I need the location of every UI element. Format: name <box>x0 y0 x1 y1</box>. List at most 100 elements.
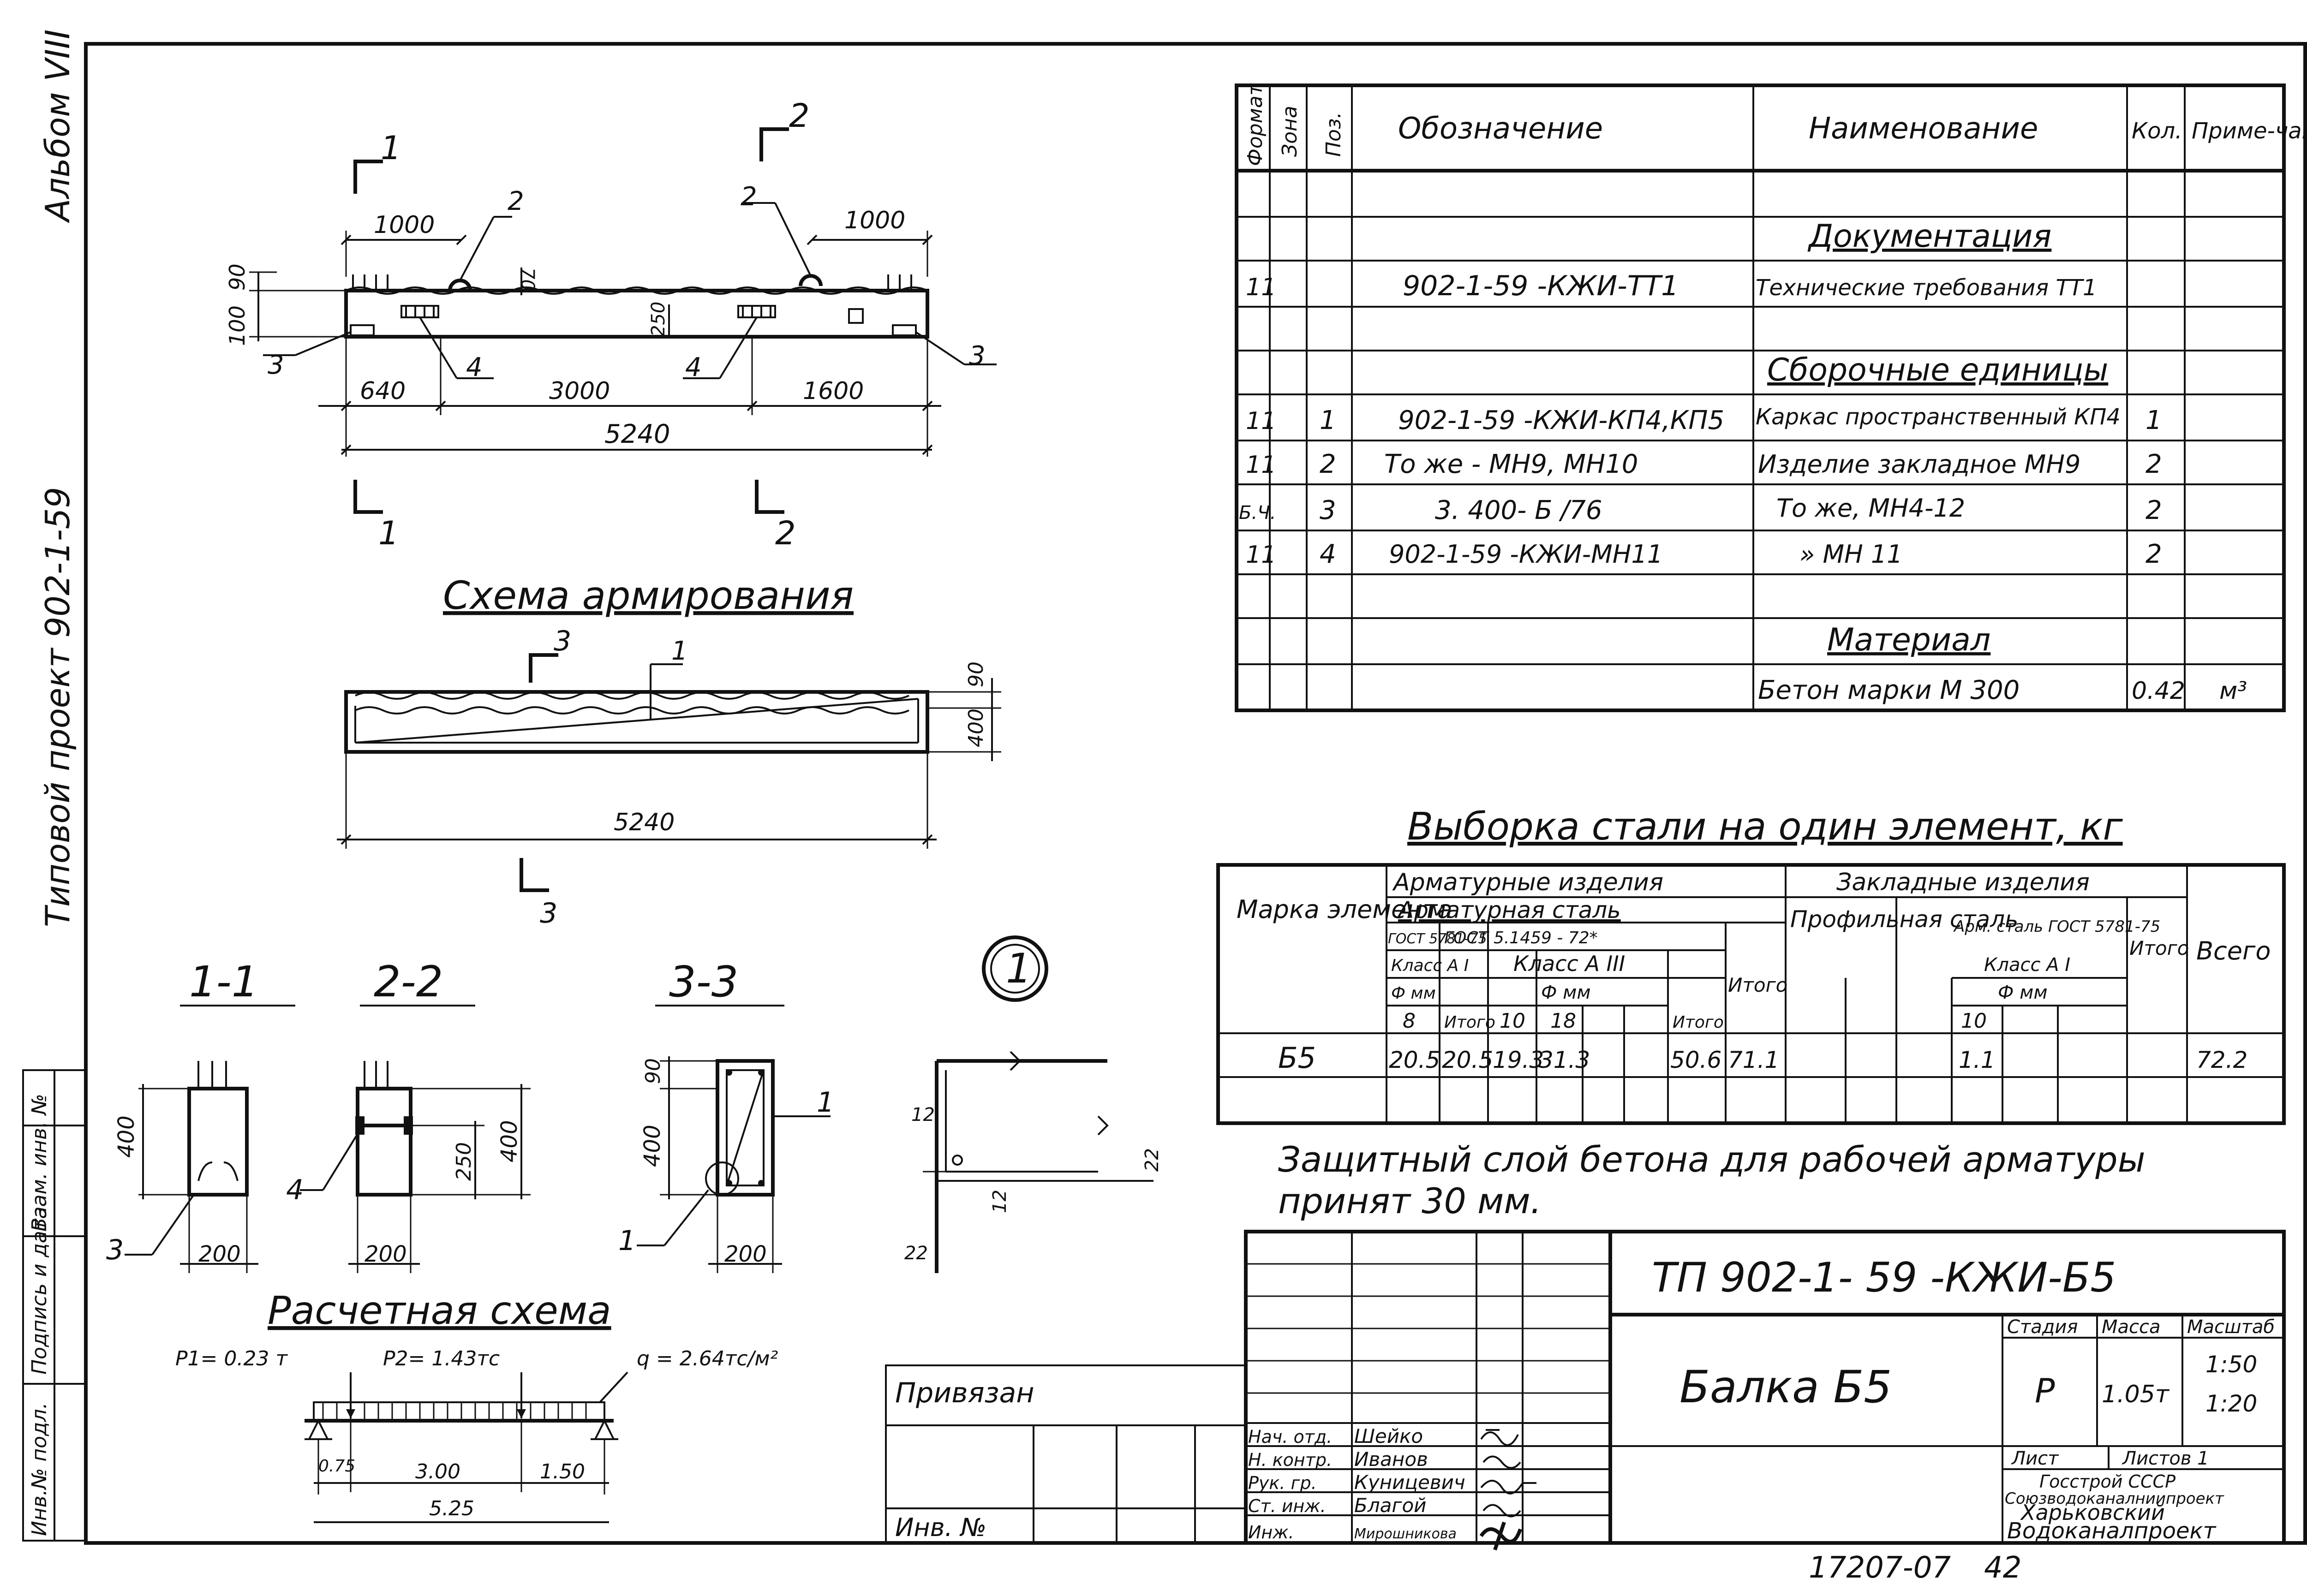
s22-dim-400: 400 <box>496 1120 522 1162</box>
callout-4-left: 4 <box>466 352 483 382</box>
spec-r1-qty: 1 <box>2146 405 2162 435</box>
tb-org2: Союзводоканалниипроект <box>2005 1489 2224 1508</box>
s22-dim-250: 250 <box>452 1142 476 1181</box>
section-mark-1-top: 1 <box>381 129 401 167</box>
callout-2-right: 2 <box>741 182 757 212</box>
spec-r4-code: 902-1-59 -КЖИ-МН11 <box>1389 540 1663 569</box>
tb-mass: 1.05т <box>2102 1381 2170 1408</box>
dim-1000-left: 1000 <box>374 211 435 239</box>
detail-dim-22b: 22 <box>904 1243 928 1264</box>
tb-role-3: Ст. инж. <box>1248 1496 1326 1516</box>
tb-name-4: Мирошникова <box>1354 1526 1457 1542</box>
dim-3000: 3000 <box>549 377 610 405</box>
spec-r4-pos: 4 <box>1320 539 1336 569</box>
s33-dim-200: 200 <box>724 1241 767 1267</box>
s22-callout-4: 4 <box>286 1174 304 1206</box>
steel-h-classA1: Класс А I <box>1391 956 1469 975</box>
dim-1000-right: 1000 <box>844 207 905 234</box>
tb-role-1: Н. контр. <box>1248 1450 1332 1470</box>
footer-page: 42 <box>1984 1551 2021 1585</box>
reinf-mark-1: 1 <box>671 636 688 666</box>
spec-h-qty: Кол. <box>2132 118 2182 144</box>
tb-role-0: Нач. отд. <box>1248 1427 1332 1447</box>
album-label: Альбом VIII <box>38 30 77 223</box>
steel-title: Выборка стали на один элемент, кг <box>1407 805 2123 849</box>
spec-r4-qty: 2 <box>2146 539 2162 569</box>
sections: 1-1 2-2 3-3 400 200 3 250 400 200 4 <box>106 935 1163 1273</box>
callout-2-left: 2 <box>508 186 524 216</box>
spec-r3-pos: 3 <box>1320 495 1336 525</box>
steel-row-t2: 50.6 <box>1670 1047 1721 1073</box>
tb-org4: Водоканалпроект <box>2007 1518 2217 1544</box>
spec-r4-format: 11 <box>1246 541 1276 569</box>
spec-r1-name: Каркас пространственный КП4 <box>1756 404 2121 430</box>
spec-r0-code: 902-1-59 -КЖИ-ТТ1 <box>1403 270 1679 302</box>
detail-dim-22a: 22 <box>1142 1148 1163 1172</box>
dim-70: 70 <box>517 268 538 291</box>
steel-row-t3: 71.1 <box>1728 1047 1779 1073</box>
callout-3-right: 3 <box>969 341 986 371</box>
tb-org1: Госстрой СССР <box>2039 1471 2176 1492</box>
section-mark-2-bot: 2 <box>775 514 796 552</box>
calc-title: Расчетная схема <box>268 1288 611 1333</box>
s33-dim-90: 90 <box>641 1058 665 1084</box>
s11-callout-3: 3 <box>106 1234 124 1266</box>
dim-640: 640 <box>360 377 406 405</box>
span-150: 1.50 <box>540 1460 585 1483</box>
spec-h-code: Обозначение <box>1398 112 1603 146</box>
calc-p1: P1= 0.23 т <box>175 1347 288 1370</box>
tb-name: Балка Б5 <box>1679 1361 1892 1413</box>
tb-inv: Инв. № <box>895 1513 986 1542</box>
calc-q: q = 2.64тс/м² <box>637 1347 778 1370</box>
spec-r3-qty: 2 <box>2146 495 2162 525</box>
section-mark-2-top: 2 <box>789 97 810 135</box>
detail-dim-12b: 12 <box>989 1190 1010 1213</box>
tb-name-0: Шейко <box>1354 1425 1423 1447</box>
steel-row-mark: Б5 <box>1278 1041 1316 1075</box>
steel-row-v10: 19.3 <box>1493 1047 1544 1073</box>
steel-table: Выборка стали на один элемент, кг Марка … <box>1216 805 2286 1125</box>
spec-r2-pos: 2 <box>1320 449 1336 479</box>
reinf-mark-3-top: 3 <box>554 625 571 657</box>
spec-sec-material: Материал <box>1827 622 1990 658</box>
spec-h-name: Наименование <box>1809 112 2038 146</box>
spec-h-zone: Зона <box>1278 106 1302 157</box>
note-line1: Защитный слой бетона для рабочей арматур… <box>1278 1139 2146 1180</box>
steel-h-total2: Итого <box>2129 937 2189 959</box>
tb-sheet-h: Лист <box>2011 1448 2059 1469</box>
spec-h-pos: Поз. <box>1322 112 1345 157</box>
steel-h-profile: Профильная сталь <box>1790 906 2019 933</box>
detail-circle-num: 1 <box>1006 945 1032 992</box>
tb-name-2: Куницевич <box>1354 1471 1465 1494</box>
tb-scale2: 1:20 <box>2205 1390 2257 1417</box>
spec-table: Формат Зона Поз. Обозначение Наименовани… <box>1235 83 2307 712</box>
steel-d-18: 18 <box>1550 1009 1576 1033</box>
reinforcement-scheme: Схема армирования 3 1 90 400 5240 3 <box>337 573 1001 929</box>
tb-role-2: Рук. гр. <box>1248 1473 1317 1493</box>
steel-h-arm-items: Арматурные изделия <box>1392 869 1663 896</box>
steel-h-fmm: Ф мм <box>1391 984 1436 1003</box>
spec-r2-name: Изделие закладное МН9 <box>1758 450 2080 479</box>
spec-r2-qty: 2 <box>2146 449 2162 479</box>
calc-p2: P2= 1.43тс <box>383 1347 500 1370</box>
reinf-mark-3-bot: 3 <box>540 897 557 929</box>
spec-r0-name: Технические требования ТТ1 <box>1756 275 2097 301</box>
spec-r4-name: » МН 11 <box>1799 540 1903 569</box>
note-line2: принят 30 мм. <box>1278 1180 1542 1221</box>
tb-privyazan: Привязан <box>895 1377 1034 1409</box>
signature-4 <box>1479 1521 1522 1551</box>
steel-h-classA3: Класс А III <box>1513 951 1625 976</box>
reinf-dim-5240: 5240 <box>614 809 675 836</box>
dim-1600: 1600 <box>803 377 864 405</box>
spec-sec-assemblies: Сборочные единицы <box>1767 352 2108 388</box>
reinf-dim-400: 400 <box>964 709 988 747</box>
reinf-dim-90: 90 <box>964 661 988 687</box>
signature-3 <box>1482 1504 1521 1518</box>
stamp-vzam: Взам. инв. № <box>28 1094 51 1232</box>
beam-elevation: 1 2 1 2 1000 1000 <box>225 97 997 552</box>
steel-h-gost2: ГОСТ 5.1459 - 72* <box>1444 929 1598 947</box>
steel-row-all: 72.2 <box>2196 1047 2247 1073</box>
spec-r5-qty: 0.42 <box>2132 677 2185 705</box>
s11-dim-200: 200 <box>198 1241 241 1267</box>
footer-num: 17207-07 <box>1809 1551 1951 1585</box>
